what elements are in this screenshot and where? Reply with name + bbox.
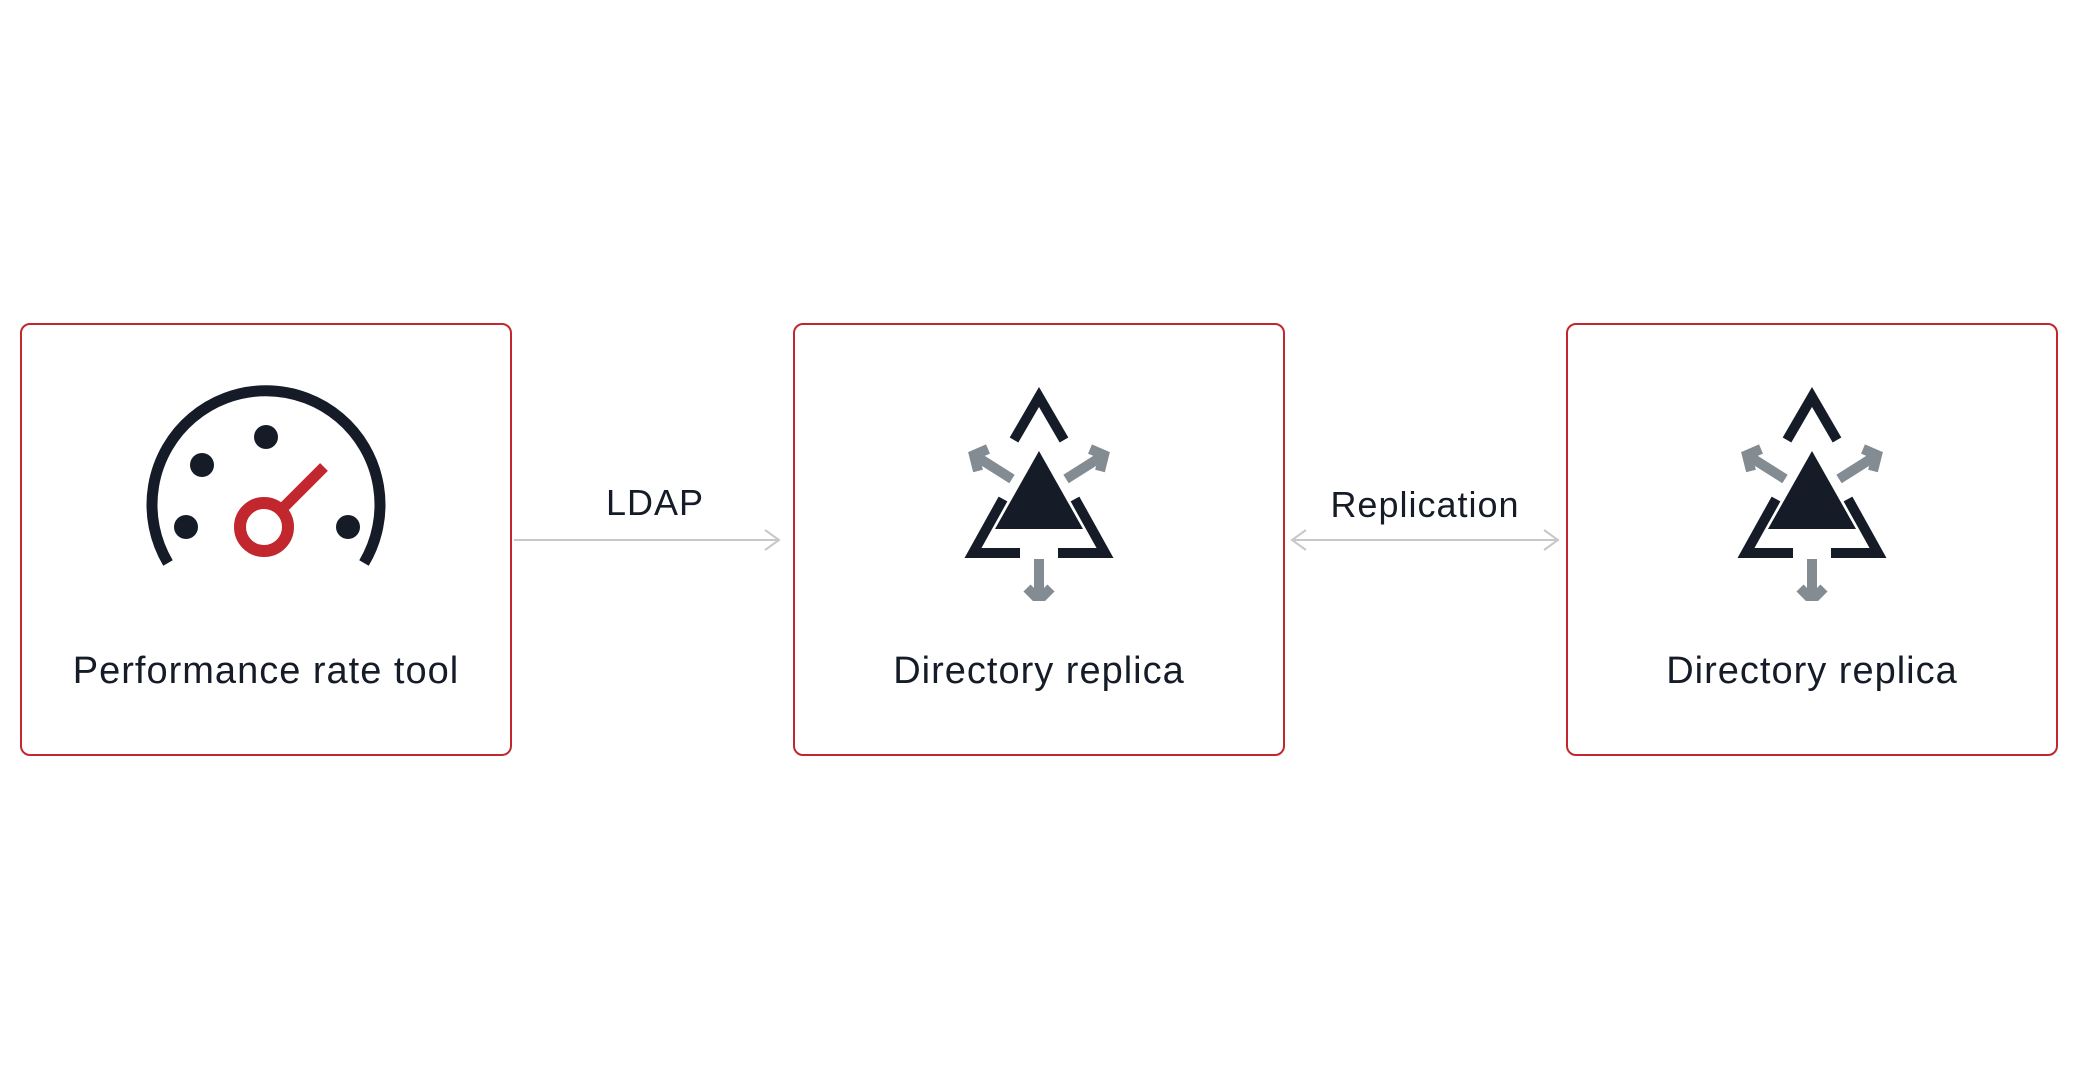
node-label: Directory replica (1666, 650, 1958, 692)
edge-label-replication: Replication (1330, 484, 1520, 525)
node-directory-replica: Directory replica (1566, 323, 2058, 756)
ldap-connector (514, 529, 781, 551)
node-performance-rate-tool: Performance rate tool (20, 323, 512, 756)
speedometer-icon (146, 385, 386, 566)
node-directory-replica: Directory replica (793, 323, 1285, 756)
arrowhead-left-icon (1290, 529, 1307, 551)
directory-replica-icon (1737, 387, 1887, 601)
directory-replica-icon (964, 387, 1114, 601)
node-label: Performance rate tool (72, 650, 460, 692)
arrowhead-right-icon (1543, 529, 1560, 551)
edge-label-ldap: LDAP (605, 482, 705, 523)
node-label: Directory replica (893, 650, 1185, 692)
arrowhead-right-icon (764, 529, 781, 551)
replication-connector (1290, 529, 1560, 551)
